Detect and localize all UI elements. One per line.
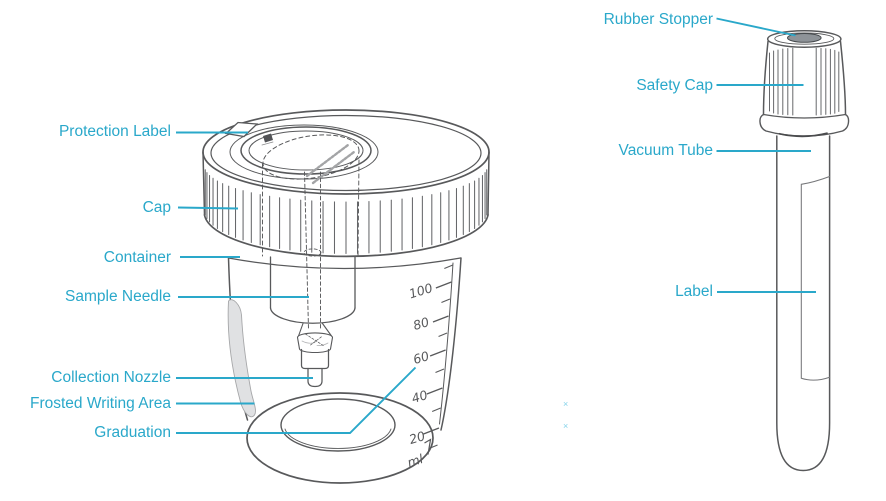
decor-line — [441, 298, 451, 303]
callout-graduation: Graduation — [94, 424, 171, 441]
callout-line-rubber-stopper — [716, 17, 796, 37]
cap-band-bottom — [203, 214, 489, 258]
graduation-value-100: 100 — [407, 280, 434, 301]
protection-label-tab — [224, 121, 259, 138]
callout-sample-needle: Sample Needle — [65, 288, 171, 305]
lid-microprint-2 — [311, 150, 356, 185]
decor-line — [432, 315, 449, 323]
callout-line-graduation — [176, 366, 417, 434]
lid-logo-underline — [261, 141, 274, 146]
decor-line — [426, 387, 443, 395]
nozzle-body — [300, 348, 330, 370]
graduation-unit-bracket — [424, 438, 432, 455]
cap-band-right-edge — [487, 151, 490, 216]
callout-line-cap — [177, 206, 239, 210]
tube-cap-ribs — [769, 47, 840, 116]
callout-frosted-writing-area: Frosted Writing Area — [30, 395, 171, 412]
cup-bottom-floor — [280, 398, 396, 452]
funnel-taper-right — [321, 322, 333, 337]
graduation-value-80: 80 — [411, 314, 431, 333]
frosted-area-shape — [227, 299, 256, 418]
cup-cap-rim-inner — [210, 114, 482, 192]
callout-vacuum-tube: Vacuum Tube — [618, 142, 714, 159]
cap-band-left-edge — [202, 151, 206, 216]
decor-line — [423, 427, 440, 435]
decor-line — [438, 332, 448, 337]
hidden-port-right — [357, 159, 360, 257]
graduation-unit-ml: ml — [406, 451, 426, 470]
needle-scribble — [305, 333, 325, 347]
lid-logo-mark — [263, 133, 273, 143]
body-top-arc — [227, 257, 462, 270]
cup-lid-inner — [248, 130, 364, 171]
collar-top — [296, 332, 334, 339]
decor-line — [429, 349, 446, 357]
stray-mark-2: × — [563, 421, 569, 431]
callout-cap: Cap — [142, 199, 171, 216]
cap-ribs — [204, 169, 488, 255]
needle-hub — [303, 248, 322, 257]
callout-lines — [176, 17, 816, 434]
tube-neck-shadow — [778, 132, 828, 138]
cup-drawing — [202, 109, 490, 484]
stray-mark-1: × — [563, 399, 569, 409]
tube-cap-flange-top — [762, 113, 847, 119]
tube-cap-right-edge — [839, 40, 847, 116]
cup-bottom-outer — [246, 392, 434, 484]
callout-protection-label: Protection Label — [58, 123, 171, 140]
rubber-stopper-shape — [787, 33, 822, 43]
cup-lid-dashed-port — [262, 134, 360, 180]
callout-label: Label — [675, 283, 713, 300]
nozzle-tip — [307, 367, 323, 388]
collar-sides — [296, 336, 334, 350]
callout-collection-nozzle: Collection Nozzle — [51, 369, 171, 386]
graduation-value-60: 60 — [411, 348, 431, 367]
lid-microprint-1 — [305, 143, 350, 178]
cup-lid-ring — [229, 124, 379, 180]
label-sticker — [800, 175, 831, 381]
tube-cap-left-edge — [762, 40, 769, 116]
graduation-value-20: 20 — [407, 428, 427, 447]
body-right-edge — [440, 257, 462, 431]
decor-line — [444, 264, 454, 269]
graduation-scale: 100 80 60 40 20 ml — [406, 264, 454, 470]
collar-bottom — [299, 348, 331, 354]
callout-safety-cap: Safety Cap — [636, 77, 713, 94]
decor-line — [431, 407, 441, 412]
graduation-ticks — [423, 264, 454, 449]
tube-body — [776, 135, 831, 472]
body-right-inner-edge — [439, 262, 454, 425]
callout-rubber-stopper: Rubber Stopper — [603, 11, 713, 28]
cup-bottom-floor-inner — [284, 428, 392, 449]
graduation-value-40: 40 — [410, 387, 430, 406]
decor-line — [435, 281, 452, 289]
needle-dash-left — [304, 171, 309, 330]
funnel-taper-left — [297, 322, 304, 337]
callout-container: Container — [103, 249, 171, 266]
tube-drawing — [759, 30, 850, 472]
funnel-bottom — [269, 307, 356, 324]
cup-lid-outer — [240, 126, 372, 175]
decor-line — [428, 444, 438, 449]
decor-line — [435, 368, 445, 373]
